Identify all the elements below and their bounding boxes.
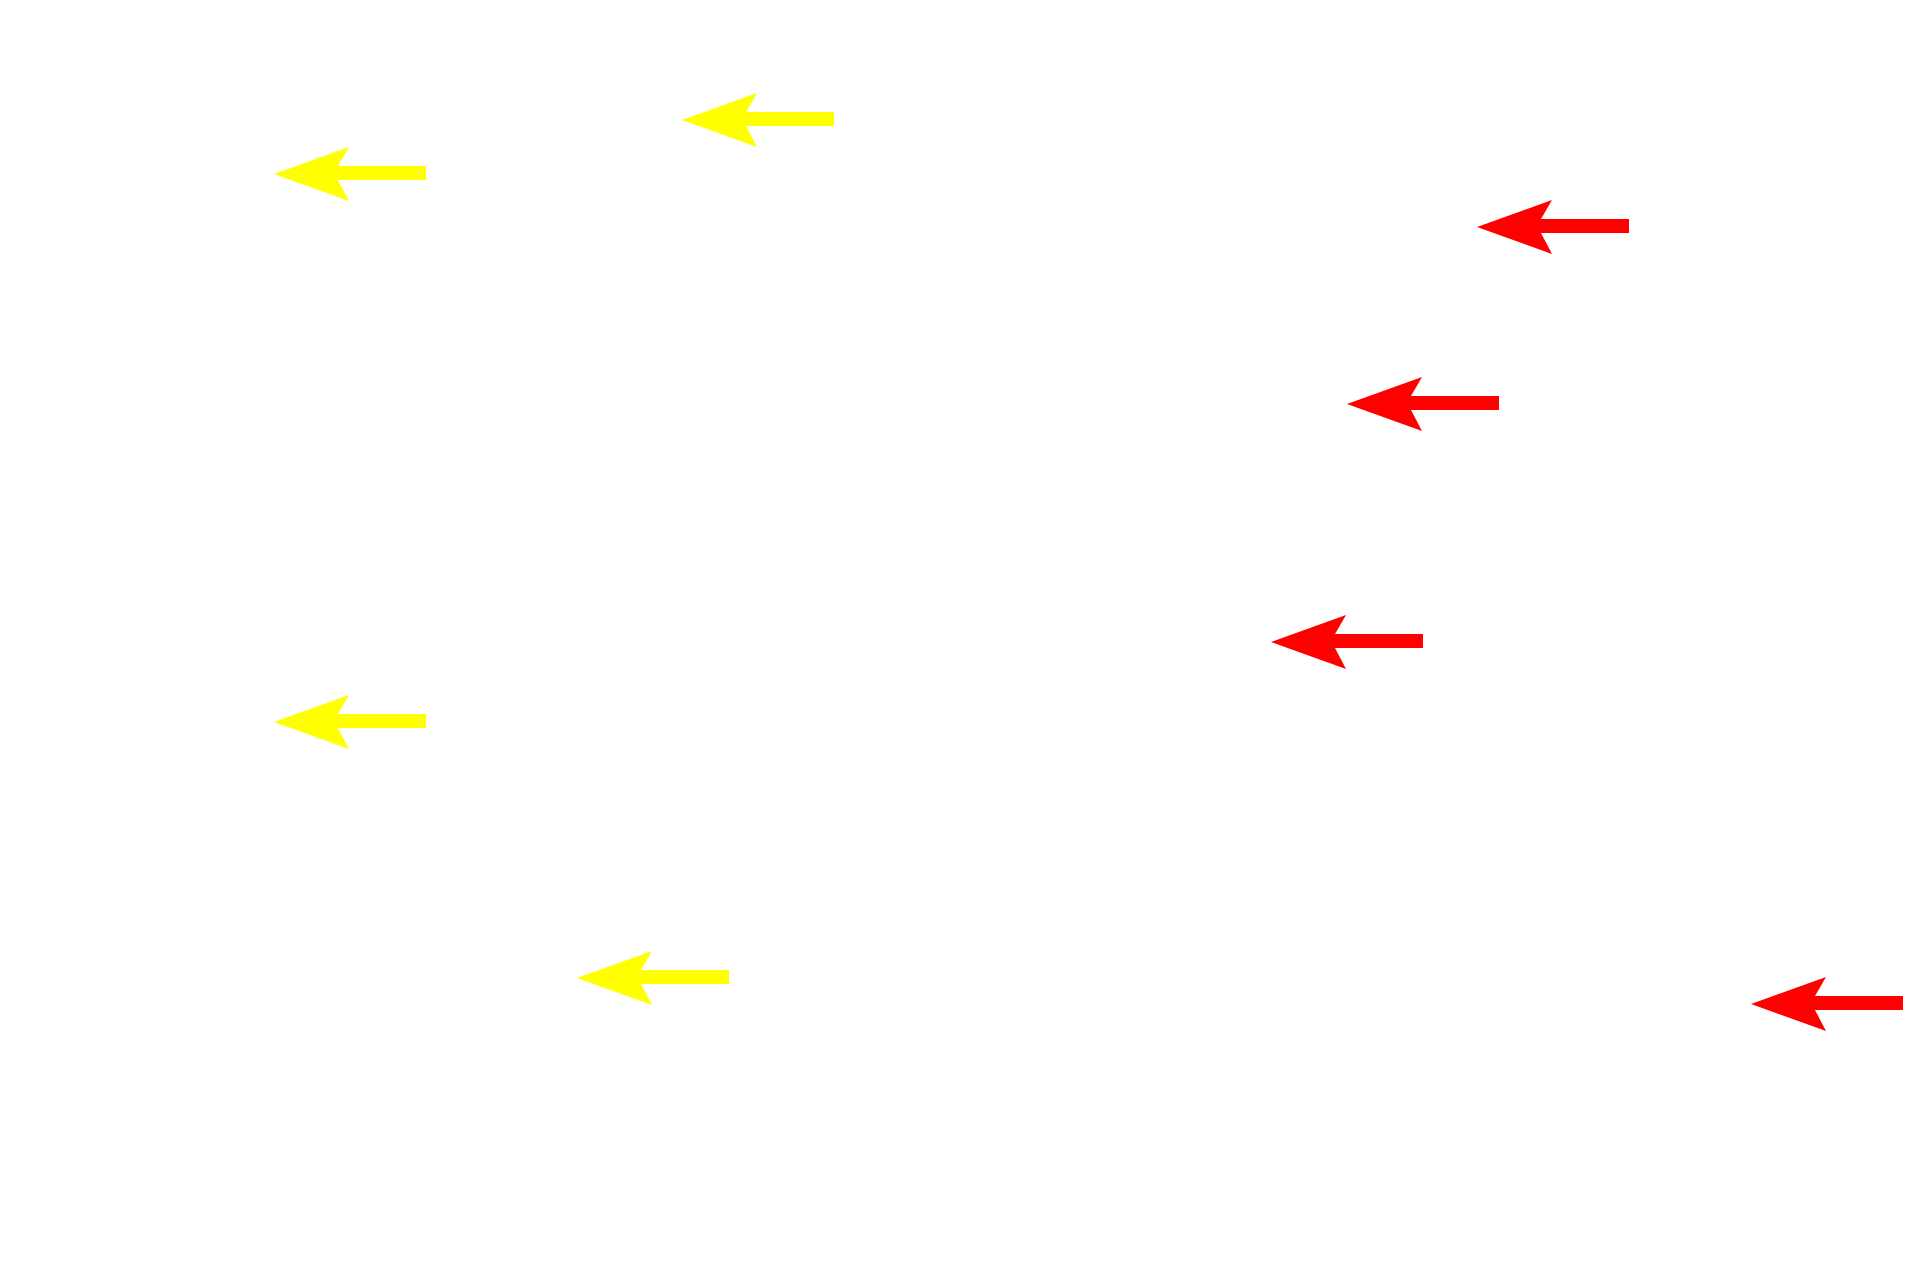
left-arrow-icon bbox=[274, 147, 426, 201]
red-left-arrow-icon bbox=[1751, 977, 1903, 1031]
left-arrow-icon bbox=[1271, 615, 1423, 669]
arrow-shape bbox=[682, 93, 834, 147]
arrow-shape bbox=[577, 951, 729, 1005]
yellow-left-arrow-icon bbox=[274, 147, 426, 201]
arrow-shape bbox=[1271, 615, 1423, 669]
left-arrow-icon bbox=[577, 951, 729, 1005]
arrow-shape bbox=[1347, 377, 1499, 431]
yellow-left-arrow-icon bbox=[577, 951, 729, 1005]
red-left-arrow-icon bbox=[1271, 615, 1423, 669]
arrow-shape bbox=[1477, 200, 1629, 254]
left-arrow-icon bbox=[1347, 377, 1499, 431]
left-arrow-icon bbox=[682, 93, 834, 147]
left-arrow-icon bbox=[1751, 977, 1903, 1031]
yellow-left-arrow-icon bbox=[682, 93, 834, 147]
arrow-shape bbox=[274, 695, 426, 749]
left-arrow-icon bbox=[1477, 200, 1629, 254]
yellow-left-arrow-icon bbox=[274, 695, 426, 749]
red-left-arrow-icon bbox=[1477, 200, 1629, 254]
arrow-shape bbox=[1751, 977, 1903, 1031]
red-left-arrow-icon bbox=[1347, 377, 1499, 431]
left-arrow-icon bbox=[274, 695, 426, 749]
arrow-shape bbox=[274, 147, 426, 201]
